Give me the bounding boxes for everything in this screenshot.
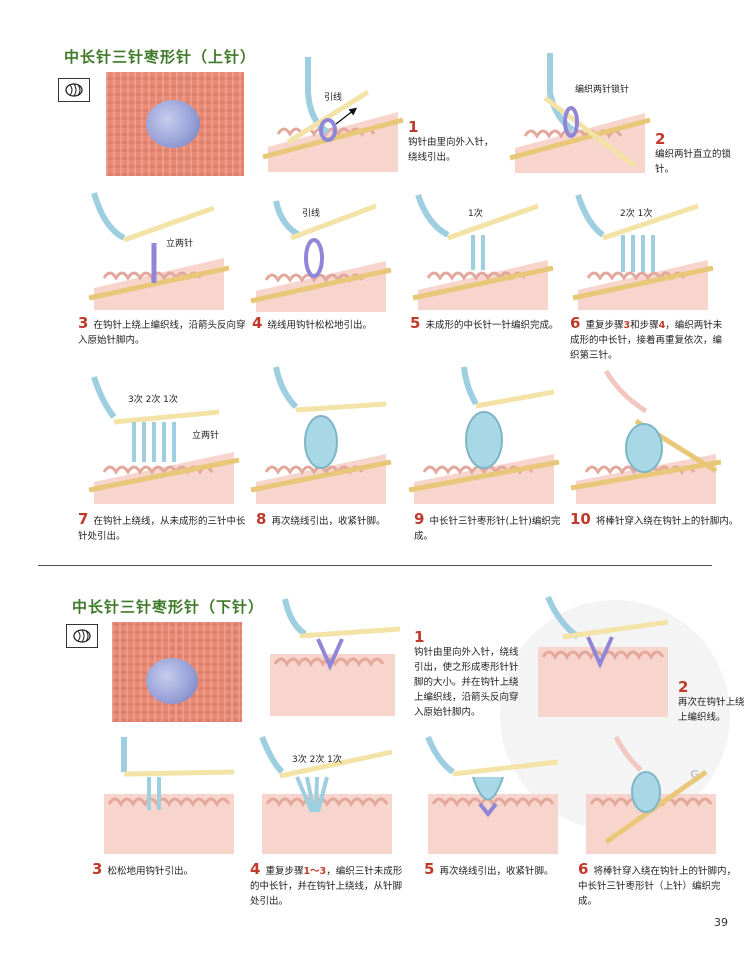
caption-s1-step1: 1 钩针由里向外入针，绕线引出。: [408, 120, 498, 165]
step-text: 中长针三针枣形针(上针)编织完成。: [414, 516, 561, 542]
caption-s1-step7: 7 在钩针上绕线，从未成形的三针中长针处引出。: [78, 512, 248, 544]
s2-step4-label: 3次 2次 1次: [292, 753, 342, 765]
step-number: 3: [92, 860, 103, 878]
caption-s1-step10: 10 将棒针穿入绕在钩针上的针脚内。: [570, 512, 740, 529]
illustration-step2: 编织两针锁针: [509, 53, 651, 173]
illustration-s2-step4: 3次 2次 1次: [259, 735, 393, 854]
step-text: 在钩针上绕上编织线，沿箭头反向穿入原始针脚内。: [78, 320, 246, 346]
watermark-text: G: [690, 768, 700, 781]
step-number: 9: [414, 510, 425, 528]
crochet-hook: [286, 89, 370, 145]
step-number: 1: [414, 628, 425, 646]
step-text: 钩针由里向外入针，绕线引出。: [408, 137, 494, 163]
caption-s1-step8: 8 再次绕线引出，收紧针脚。: [256, 512, 406, 529]
illustration-step10: [570, 369, 722, 504]
illustration-step5: 1次: [412, 194, 554, 310]
illustration-step6: 2次 1次: [572, 194, 714, 310]
photo-bobble-knit: [112, 622, 242, 722]
step-ref-b: 4: [658, 320, 666, 331]
step-text: 再次绕线引出，收紧针脚。: [271, 516, 386, 527]
illustration-step7: 3次 2次 1次 立两针: [88, 376, 240, 504]
illustration-step1: 引线: [262, 57, 404, 172]
step-text: 钩针由里向外入针，绕线引出，使之形成枣形针针脚的大小。并在钩针上绕上编织线，沿箭…: [414, 647, 519, 718]
caption-s1-step4: 4 绕线用钩针松松地引出。: [252, 316, 402, 333]
step-text-a: 重复步骤: [265, 866, 304, 877]
illustration-s2-step3: [104, 737, 235, 854]
step5-label: 1次: [468, 207, 483, 219]
section2-title: 中长针三针枣形针（下针）: [72, 598, 265, 616]
step-text: 再次在钩针上绕上编织线。: [678, 697, 745, 723]
step-number: 2: [655, 130, 666, 148]
step-number: 2: [678, 678, 689, 696]
step1-label: 引线: [324, 91, 342, 103]
section1-title: 中长针三针枣形针（上针）: [64, 48, 257, 66]
illustration-s2-step6: [586, 735, 716, 854]
step-text-b: 和步骤: [630, 320, 659, 331]
step-number: 10: [570, 510, 591, 528]
caption-s2-step3: 3 松松地用钩针引出。: [92, 862, 242, 879]
step-number: 6: [570, 314, 581, 332]
caption-s1-step2: 2 编织两针直立的锁针。: [655, 132, 735, 177]
step7-label: 3次 2次 1次: [128, 393, 178, 405]
step-text: 未成形的中长针一针编织完成。: [425, 320, 559, 331]
step-text: 再次绕线引出，收紧针脚。: [439, 866, 554, 877]
step-text: 松松地用钩针引出。: [107, 866, 193, 877]
caption-s1-step5: 5 未成形的中长针一针编织完成。: [410, 316, 560, 333]
illustration-step4: 引线: [250, 200, 392, 312]
caption-s2-step5: 5 再次绕线引出，收紧针脚。: [424, 862, 574, 879]
step-number: 4: [250, 860, 261, 878]
step-text-b: ，编织三针未成形的中长针，并在钩针上绕线，从针脚处引出。: [250, 866, 403, 907]
step-number: 6: [578, 860, 589, 878]
section-divider: [38, 565, 712, 566]
bobble-photo: [146, 658, 198, 704]
caption-s2-step4: 4 重复步骤1～3，编织三针未成形的中长针，并在钩针上绕线，从针脚处引出。: [250, 862, 410, 909]
step-ref-a: 1～3: [303, 866, 327, 877]
step-ref-a: 3: [623, 320, 631, 331]
illustration-step9: [408, 366, 560, 504]
step-text-c: ，编织两针未成形的中长针，接着再重复依次，编织第三针。: [570, 320, 723, 361]
step6-label: 2次 1次: [620, 207, 652, 219]
step-number: 5: [424, 860, 435, 878]
step-text: 在钩针上绕线，从未成形的三针中长针处引出。: [78, 516, 246, 542]
step-text-a: 重复步骤: [585, 320, 624, 331]
step-number: 3: [78, 314, 89, 332]
page-number: 39: [714, 916, 728, 929]
illustration-s2-step1: [270, 598, 401, 716]
symbol-box-purl: [58, 78, 90, 102]
caption-s2-step1: 1 钩针由里向外入针，绕线引出，使之形成枣形针针脚的大小。并在钩针上绕上编织线，…: [414, 630, 524, 720]
step7-label2: 立两针: [192, 429, 219, 441]
caption-s1-step9: 9 中长针三针枣形针(上针)编织完成。: [414, 512, 574, 544]
step-text: 编织两针直立的锁针。: [655, 149, 732, 175]
step-number: 1: [408, 118, 419, 136]
illustration-s2-step5: [425, 735, 559, 854]
step-number: 5: [410, 314, 421, 332]
step-number: 4: [252, 314, 263, 332]
caption-s2-step2: 2 再次在钩针上绕上编织线。: [678, 680, 746, 725]
step-text: 绕线用钩针松松地引出。: [267, 320, 372, 331]
yarn: [305, 57, 330, 135]
illustration-step8: [250, 366, 392, 504]
step4-label: 引线: [302, 207, 320, 219]
caption-s1-step3: 3 在钩针上绕上编织线，沿箭头反向穿入原始针脚内。: [78, 316, 248, 348]
illustration-step3: 立两针: [88, 192, 230, 310]
step3-label: 立两针: [166, 237, 193, 249]
step-number: 7: [78, 510, 89, 528]
step-text: 将棒针穿入绕在钩针上的针脚内，中长针三针枣形针（上针）编织完成。: [578, 866, 736, 907]
caption-s1-step6: 6 重复步骤3和步骤4，编织两针未成形的中长针，接着再重复依次，编织第三针。: [570, 316, 730, 363]
step-number: 8: [256, 510, 267, 528]
caption-s2-step6: 6 将棒针穿入绕在钩针上的针脚内，中长针三针枣形针（上针）编织完成。: [578, 862, 738, 909]
bobble-photo: [146, 100, 200, 148]
symbol-box-knit: [66, 624, 98, 648]
photo-bobble-purl: [106, 72, 244, 176]
step2-label: 编织两针锁针: [575, 83, 629, 95]
illustration-s2-step2: [538, 595, 669, 717]
step-text: 将棒针穿入绕在钩针上的针脚内。: [595, 516, 739, 527]
